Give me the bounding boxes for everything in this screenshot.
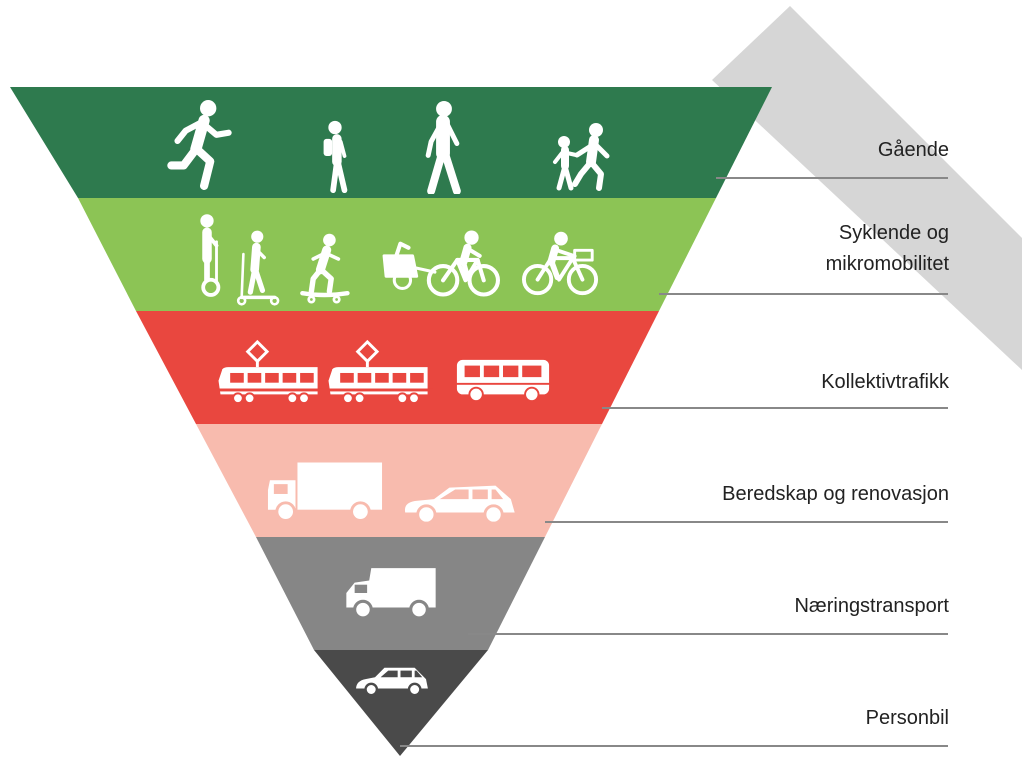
tier-label-text: Kollektivtrafikk xyxy=(821,371,949,393)
band-emergency xyxy=(196,424,602,537)
tier-label-text: Næringstransport xyxy=(794,595,949,617)
tier-label-text: Beredskap og renovasjon xyxy=(722,483,949,505)
band-car xyxy=(314,650,488,756)
tier-label-commercial: Næringstransport xyxy=(629,594,949,619)
tier-label-transit: Kollektivtrafikk xyxy=(629,370,949,395)
tier-label-walking: Gående xyxy=(629,138,949,163)
tier-label-car: Personbil xyxy=(629,706,949,731)
corner-band-decoration xyxy=(712,6,1022,370)
tier-label-text: mikromobilitet xyxy=(825,253,949,275)
tier-label-cycling: Syklende og mikromobilitet xyxy=(629,218,949,280)
tier-label-emergency: Beredskap og renovasjon xyxy=(629,482,949,507)
tier-label-text: Syklende og xyxy=(838,222,949,244)
tier-label-text: Gående xyxy=(877,139,949,161)
pyramid-bands xyxy=(10,87,772,756)
tier-label-text: Personbil xyxy=(865,707,949,729)
separator-lines xyxy=(400,177,948,747)
